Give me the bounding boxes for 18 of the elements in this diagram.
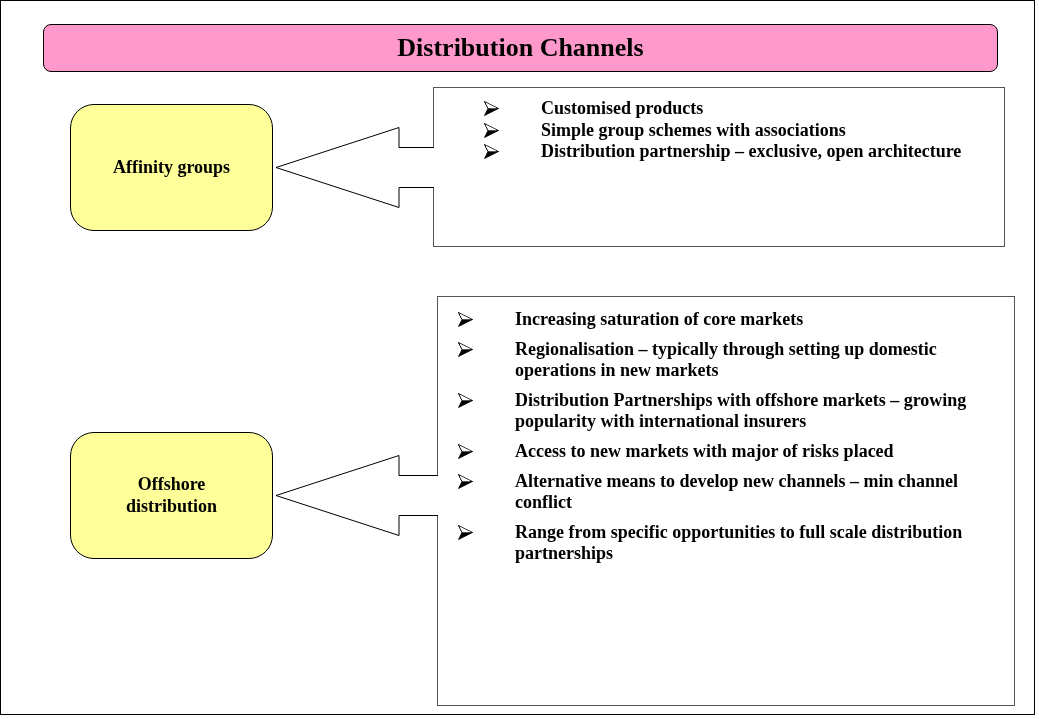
hollow-arrow <box>275 455 439 536</box>
bullet-point-text: Regionalisation – typically through setting up domestic operations in new markets <box>515 338 938 382</box>
bullet-point-text: Customised products <box>541 98 705 120</box>
bullet-point-text: Access to new markets with major of risks placed <box>515 440 895 463</box>
hollow-arrow <box>275 127 435 208</box>
bullet-point-text: Distribution partnership – exclusive, open architecture <box>541 141 963 163</box>
title: Distribution Channels <box>397 33 644 63</box>
callout-box <box>433 87 1005 247</box>
rounded-box <box>70 432 273 559</box>
bullet-point-text: Alternative means to develop new channels – min channel conflict <box>515 470 959 514</box>
bullet-point-text: Increasing saturation of core markets <box>515 309 805 331</box>
callout-box <box>437 296 1015 706</box>
box-label: Affinity groups <box>112 156 231 179</box>
rounded-box <box>70 104 273 231</box>
box-label: Offshore distribution <box>125 473 218 518</box>
bullet-point-text: Simple group schemes with associations <box>541 119 847 142</box>
bullet-point-text: Distribution Partnerships with offshore markets – growing popularity with international insurers <box>515 389 968 433</box>
bullet-point-text: Range from specific opportunities to full scale distribution partnerships <box>515 521 964 565</box>
